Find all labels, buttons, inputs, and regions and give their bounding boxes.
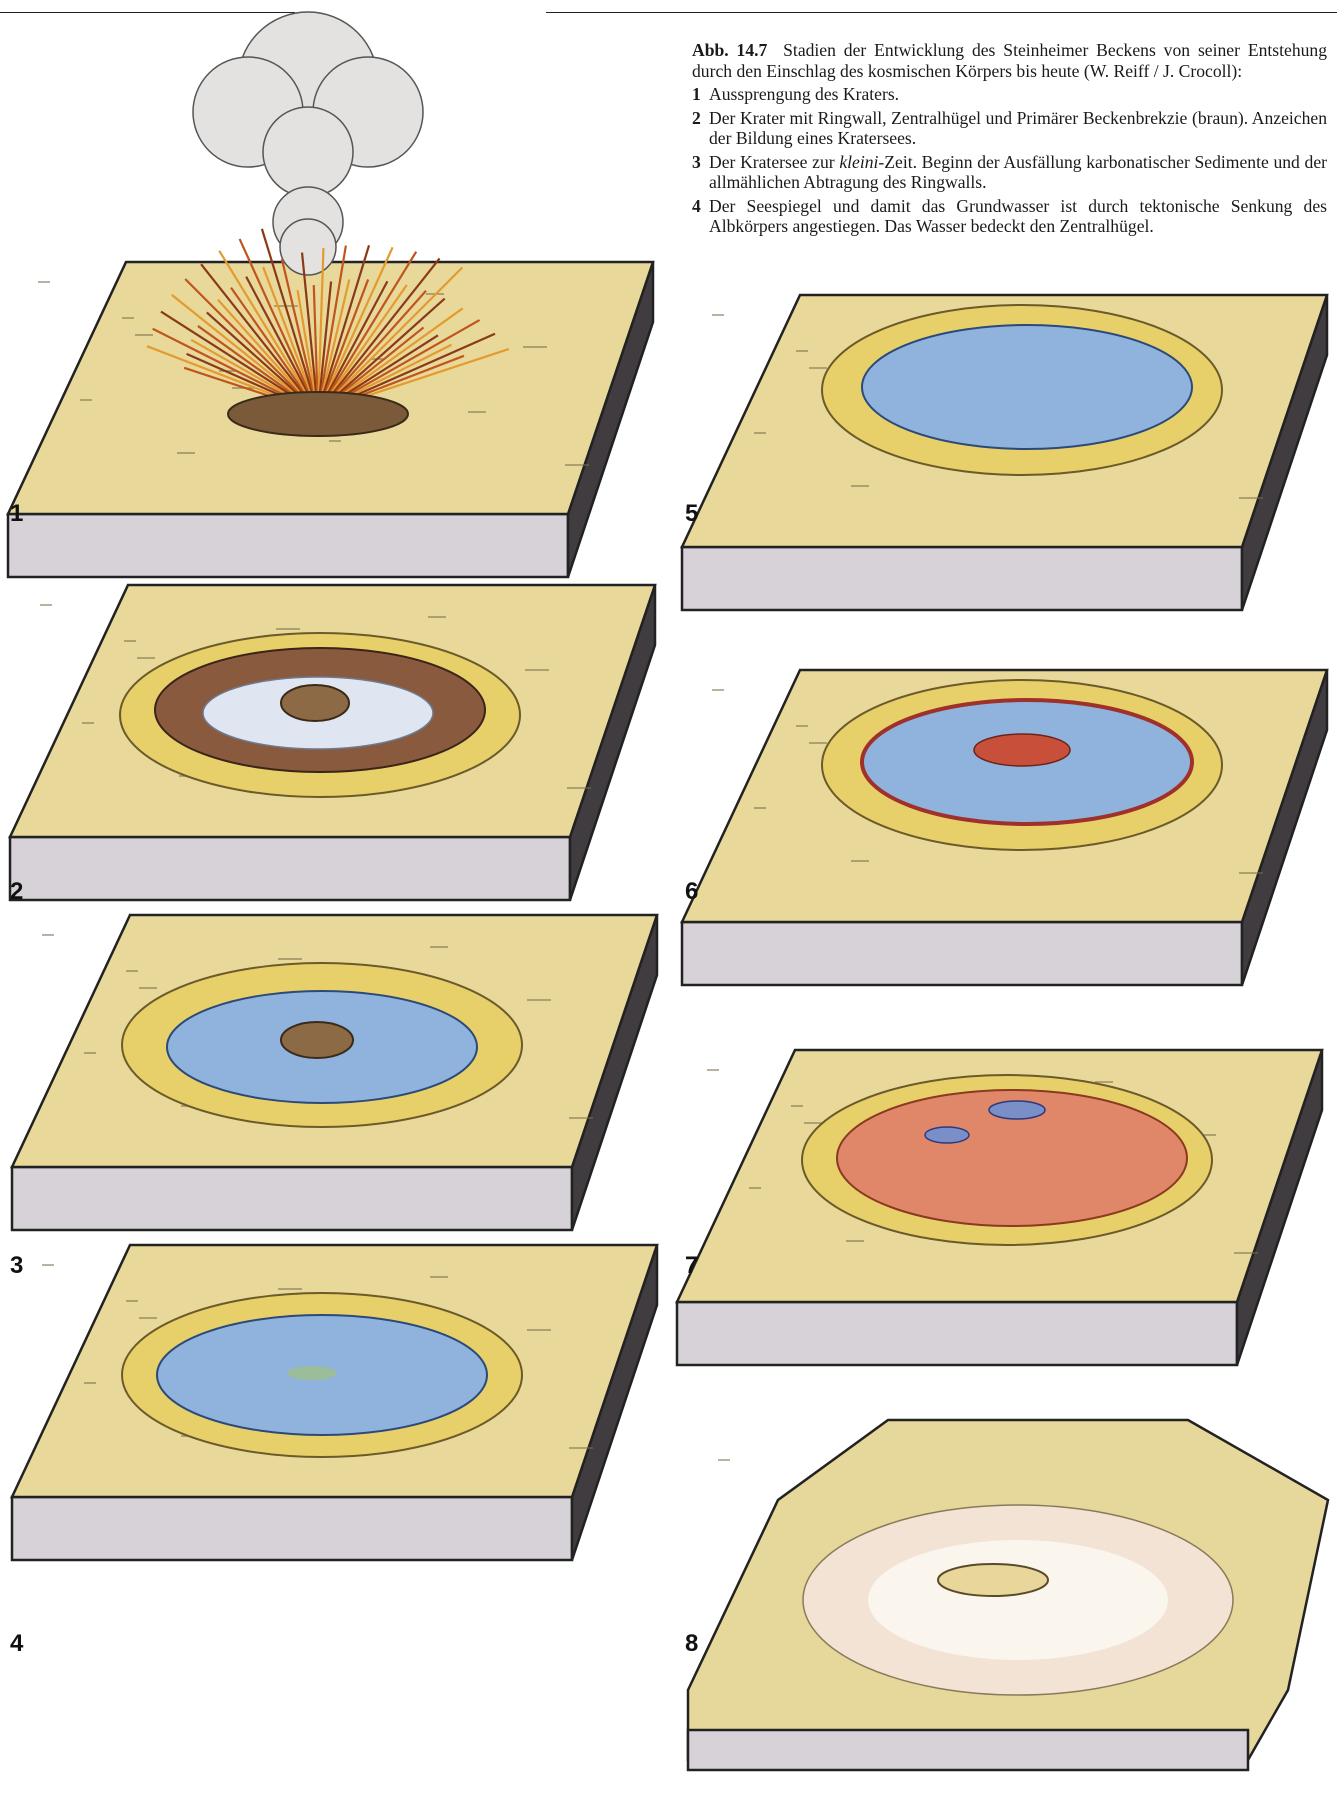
caption-item-number: 3 bbox=[692, 152, 709, 193]
caption-intro: Stadien der Entwicklung des Steinheimer … bbox=[692, 40, 1327, 81]
central-hill bbox=[938, 1564, 1048, 1596]
central-island bbox=[974, 734, 1070, 766]
block-front-face bbox=[10, 837, 570, 900]
block-front-face bbox=[12, 1167, 572, 1230]
central-hill bbox=[281, 1022, 353, 1058]
figure-label: Abb. 14.7 bbox=[692, 40, 767, 60]
block-front-face bbox=[677, 1302, 1237, 1365]
panel-number: 7 bbox=[685, 1252, 698, 1280]
panel-number: 8 bbox=[685, 1630, 698, 1658]
block-diagram-2 bbox=[10, 585, 660, 930]
block-front-face bbox=[8, 514, 568, 577]
smoke-cloud bbox=[263, 107, 353, 197]
caption-item-number: 4 bbox=[692, 196, 709, 237]
panel-number: 2 bbox=[10, 878, 23, 906]
caption-item-text: Aussprengung des Kraters. bbox=[709, 84, 1327, 105]
block-front-face bbox=[682, 547, 1242, 610]
caption-item-number: 1 bbox=[692, 84, 709, 105]
panel-number: 1 bbox=[10, 500, 23, 528]
central-hill bbox=[281, 685, 349, 721]
top-rule-right bbox=[546, 12, 1337, 13]
block-front-face bbox=[12, 1497, 572, 1560]
top-rule-left bbox=[0, 12, 295, 13]
panel-number: 4 bbox=[10, 1630, 23, 1658]
block-front-face bbox=[688, 1730, 1248, 1770]
crater-debris bbox=[228, 392, 408, 436]
crater-lake bbox=[862, 325, 1192, 449]
basin-center bbox=[868, 1540, 1168, 1660]
block-diagram-4 bbox=[12, 1245, 662, 1590]
caption-heading: Abb. 14.7 Stadien der Entwicklung des St… bbox=[692, 40, 1327, 81]
residual-pond bbox=[989, 1101, 1045, 1119]
submerged-hill bbox=[287, 1366, 337, 1380]
caption-item-text: Der Krater mit Ringwall, Zentralhügel un… bbox=[709, 108, 1327, 149]
panel-number: 6 bbox=[685, 878, 698, 906]
block-diagram-1 bbox=[8, 262, 658, 607]
block-diagram-7 bbox=[677, 1050, 1327, 1395]
panel-number: 5 bbox=[685, 500, 698, 528]
block-front-face bbox=[682, 922, 1242, 985]
figure-caption: Abb. 14.7 Stadien der Entwicklung des St… bbox=[692, 40, 1327, 237]
caption-item-number: 2 bbox=[692, 108, 709, 149]
caption-item-text: Der Kratersee zur kleini-Zeit. Beginn de… bbox=[709, 152, 1327, 193]
block-diagram-8 bbox=[688, 1440, 1337, 1785]
block-diagram-5 bbox=[682, 295, 1332, 640]
residual-pond bbox=[925, 1127, 969, 1143]
caption-item-text: Der Seespiegel und damit das Grundwasser… bbox=[709, 196, 1327, 237]
smoke-cloud bbox=[280, 219, 336, 275]
block-diagram-6 bbox=[682, 670, 1332, 1015]
block-diagram-3 bbox=[12, 915, 662, 1260]
